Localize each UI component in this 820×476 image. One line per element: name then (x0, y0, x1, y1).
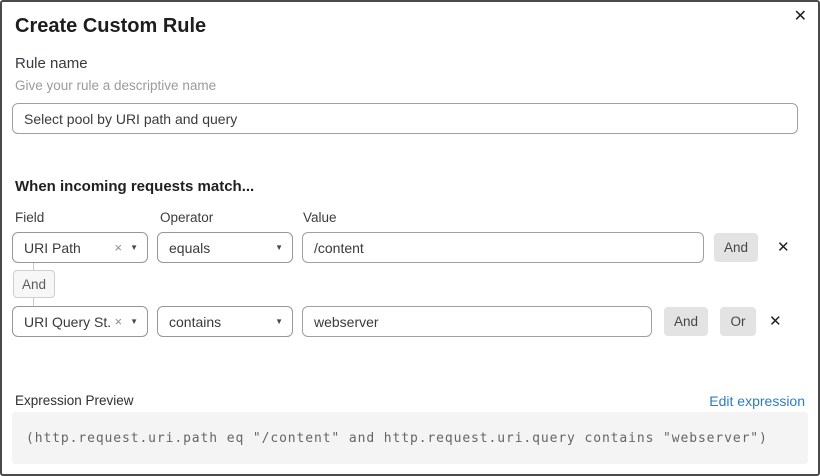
value-column-label: Value (303, 210, 337, 225)
close-icon[interactable]: ✕ (793, 8, 807, 25)
chevron-down-icon: ▼ (275, 316, 283, 326)
value-input[interactable] (302, 306, 652, 337)
dialog-content: Create Custom Rule Rule name Give your r… (2, 2, 818, 464)
match-section-heading: When incoming requests match... (15, 178, 255, 195)
edit-expression-link[interactable]: Edit expression (709, 393, 805, 409)
operator-column-label: Operator (160, 210, 214, 225)
operator-select-value: contains (169, 313, 222, 330)
operator-select[interactable]: equals ▼ (157, 232, 293, 263)
field-select-value: URI Path (24, 239, 81, 256)
expression-preview-header: Expression Preview Edit expression (15, 393, 805, 409)
expression-preview-label: Expression Preview (15, 393, 134, 408)
field-select[interactable]: URI Path × ▼ (12, 232, 148, 263)
clear-icon[interactable]: × (114, 314, 123, 329)
remove-condition-icon[interactable]: ✕ (777, 239, 790, 256)
condition-column-labels: Field Operator Value (15, 210, 808, 226)
field-column-label: Field (15, 210, 45, 225)
operator-select[interactable]: contains ▼ (157, 306, 293, 337)
connector-line (33, 298, 34, 306)
rule-name-helper-text: Give your rule a descriptive name (15, 78, 217, 93)
or-button[interactable]: Or (720, 307, 756, 336)
clear-icon[interactable]: × (114, 240, 123, 255)
value-input[interactable] (302, 232, 704, 263)
expression-code: (http.request.uri.path eq "/content" and… (26, 430, 768, 446)
chevron-down-icon: ▼ (130, 242, 138, 252)
and-connector-badge: And (13, 270, 55, 298)
rule-name-label: Rule name (15, 55, 88, 72)
field-select-value: URI Query St... (24, 313, 111, 330)
remove-condition-icon[interactable]: ✕ (769, 313, 782, 330)
connector-line (33, 263, 34, 270)
rule-name-input[interactable] (12, 103, 798, 134)
condition-row: URI Path × ▼ equals ▼ And ✕ (12, 232, 808, 263)
chevron-down-icon: ▼ (130, 316, 138, 326)
expression-code-block: (http.request.uri.path eq "/content" and… (12, 412, 808, 464)
operator-select-value: equals (169, 239, 211, 256)
and-button[interactable]: And (664, 307, 708, 336)
condition-row: URI Query St... × ▼ contains ▼ And Or ✕ (12, 306, 808, 337)
and-button[interactable]: And (714, 233, 758, 262)
chevron-down-icon: ▼ (275, 242, 283, 252)
field-select[interactable]: URI Query St... × ▼ (12, 306, 148, 337)
dialog-title: Create Custom Rule (15, 15, 207, 37)
